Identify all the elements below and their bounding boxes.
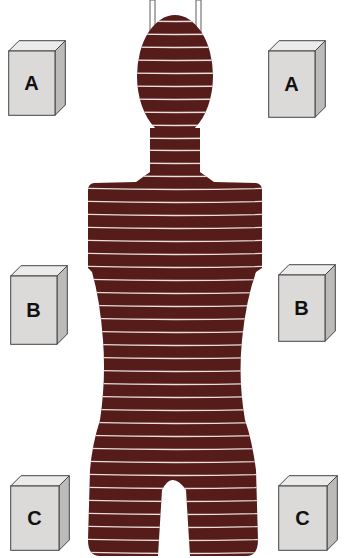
stripe-line [40,226,310,229]
stripe-line [40,447,310,450]
stripe-line [40,434,310,437]
stripe-line [40,408,310,411]
box-letter: A [8,51,55,116]
stripe-line [40,356,310,359]
stripe-line [40,538,310,541]
stripe-line [40,551,310,554]
box-letter: C [10,486,59,551]
box-side [325,265,335,342]
box-side [327,476,337,551]
stripe-line [40,382,310,385]
stripe-line [40,148,310,151]
stripe-line [40,135,310,139]
stripe-line [40,343,310,346]
stripe-line [40,317,310,320]
box-letter: B [10,276,57,345]
box-front [279,486,327,550]
box-side [55,41,65,116]
label-box: B [10,265,68,345]
stripe-line [40,278,310,281]
box-letter: A [268,51,315,118]
box-side [59,476,69,551]
stripe-line [40,213,310,216]
stripe-line [40,486,310,489]
stripe-line [40,174,310,177]
stripe-line [40,525,310,528]
stripe-line [40,18,310,22]
stripe-line [40,460,310,463]
stripe-line [40,330,310,333]
label-box: A [8,40,66,116]
box-front [9,51,55,115]
box-front [269,51,315,117]
box-letter: C [278,486,327,551]
label-box: C [278,475,338,551]
stripe-line [40,499,310,502]
label-box: B [278,264,336,342]
stripe-line [40,304,310,307]
label-box: A [268,40,326,118]
stripe-line [40,187,310,190]
stripe-line [40,31,310,35]
box-side [57,266,67,345]
stripe-line [40,473,310,476]
stripe-line [40,369,310,372]
stripe-line [40,252,310,255]
label-box: C [10,475,70,551]
stripe-line [40,395,310,398]
box-front [11,486,59,550]
box-letter: B [278,275,325,342]
box-side [315,41,325,118]
stripe-line [40,239,310,242]
stripe-line [40,122,310,126]
stripe-line [40,421,310,424]
box-front [279,275,325,341]
stripe-line [40,291,310,294]
stripe-line [40,265,310,268]
stripe-line [40,161,310,164]
stripe-line [40,44,310,48]
stripe-line [40,200,310,203]
box-front [11,276,57,344]
stripe-line [40,512,310,515]
